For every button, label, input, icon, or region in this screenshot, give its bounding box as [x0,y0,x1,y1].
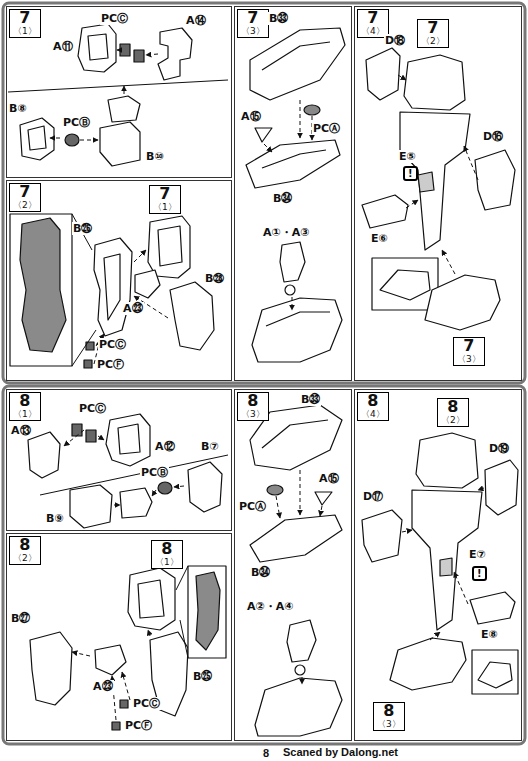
page-footer: Scaned by Dalong.net [282,746,399,759]
part-label: A①・A③ [262,226,311,239]
part-label: B㉞ [272,192,293,205]
step-number: 8 [441,399,465,415]
part-label: A⑮ [240,110,262,123]
step-reference-box: 7〈2〉 [417,19,449,48]
part-label: B㉝ [300,393,321,406]
part-label: PCⒸ [98,338,127,351]
sub-step-number: 〈3〉 [241,26,265,37]
part-label: E⑥ [370,232,389,245]
part-label: B㉘ [204,272,225,285]
step-number: 7 [13,10,37,26]
step-number: 7 [421,20,445,36]
step-panel: 7〈4〉7〈2〉7〈3〉 [354,6,522,381]
part-label: PCⒶ [312,122,341,135]
sub-step-number: 〈2〉 [441,415,465,426]
step-reference-box: 8〈2〉 [437,398,469,427]
part-label: A⑭ [185,14,207,27]
sub-step-number: 〈4〉 [361,409,385,420]
step-reference-box: 7〈3〉 [453,337,485,366]
step-number: 8 [13,537,37,553]
part-label: A②・A④ [246,600,295,613]
step-badge: 8〈3〉 [237,392,269,421]
step-badge: 8〈2〉 [9,536,41,565]
step-number: 8 [361,393,385,409]
assembly-arrows [50,50,484,720]
step-number: 8 [13,393,37,409]
part-label: E⑦ [468,548,487,561]
part-label: B㉞ [250,566,271,579]
part-label: B㉕ [192,670,213,683]
part-label: PCⒸ [132,697,161,710]
part-label: B㉝ [268,12,289,25]
step-panel: 8〈3〉 [234,389,352,741]
step-panel: 8〈2〉8〈1〉 [6,533,232,741]
page-frame [3,386,525,744]
part-label: E⑧ [480,628,499,641]
part-label: B⑨ [45,512,65,525]
part-label: A㉓ [92,680,114,693]
part-label: A⑪ [52,40,74,53]
step-badge: 8〈1〉 [9,392,41,421]
part-label: B㉗ [10,612,31,625]
step-reference-box: 7〈1〉 [149,185,181,214]
sub-step-number: 〈1〉 [155,557,179,568]
caution-mark: ! [403,166,418,181]
step-number: 7 [13,184,37,200]
part-label: B㉖ [72,222,93,235]
step-number: 8 [155,541,179,557]
step-badge: 7〈1〉 [9,9,41,38]
step-panel: 7〈1〉 [6,6,232,178]
sub-step-number: 〈3〉 [241,409,265,420]
step-number: 7 [153,186,177,202]
part-label: B⑦ [200,440,220,453]
part-label: PCⒶ [238,500,267,513]
sub-step-number: 〈2〉 [421,36,445,47]
part-label: E⑤ [398,150,417,163]
part-outlines [10,24,518,736]
step-badge: 7〈3〉 [237,9,269,38]
page-footer: 8 [262,747,270,760]
sub-step-number: 〈1〉 [13,409,37,420]
part-label: D⑱ [384,34,406,47]
step-number: 7 [361,10,385,26]
step-number: 8 [377,703,401,719]
step-number: 7 [457,338,481,354]
sub-step-number: 〈2〉 [13,200,37,211]
sub-step-number: 〈4〉 [361,26,385,37]
part-label: PCⒸ [100,12,129,25]
sub-step-number: 〈1〉 [153,202,177,213]
part-label: A㉓ [122,302,144,315]
part-label: D⑲ [488,442,510,455]
sub-step-number: 〈3〉 [377,719,401,730]
caution-mark: ! [472,566,487,581]
sub-step-number: 〈2〉 [13,553,37,564]
step-reference-box: 8〈1〉 [151,540,183,569]
step-number: 8 [241,393,265,409]
step-badge: 7〈2〉 [9,183,41,212]
sub-step-number: 〈1〉 [13,26,37,37]
part-label: PCⒷ [140,466,169,479]
part-label: B⑩ [145,150,165,163]
part-label: PCⒷ [62,116,91,129]
part-label: A⑫ [154,440,176,453]
sub-step-number: 〈3〉 [457,354,481,365]
part-label: D⑰ [362,490,384,503]
part-label: PCⒻ [124,719,153,732]
step-panel: 8〈1〉 [6,389,232,531]
part-label: PCⒸ [78,402,107,415]
part-label: PCⒻ [96,358,125,371]
separator-lines [8,80,228,658]
step-reference-box: 8〈3〉 [373,702,405,731]
step-badge: 8〈4〉 [357,392,389,421]
step-number: 7 [241,10,265,26]
part-label: B⑧ [8,102,28,115]
part-label: D⑯ [482,130,504,143]
part-label: A⑬ [10,424,32,437]
page-frame [3,3,525,383]
part-label: A⑮ [318,472,340,485]
